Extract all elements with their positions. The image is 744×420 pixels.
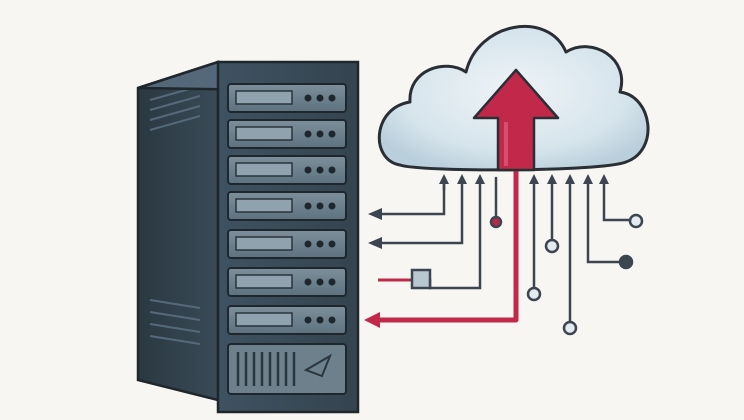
drive-bay (228, 268, 346, 296)
connection-lines (380, 178, 632, 326)
drive-bay (228, 84, 346, 112)
server-vent-panel (228, 344, 346, 394)
node-dot (546, 240, 558, 252)
node-dot (491, 217, 501, 227)
drive-bay (228, 120, 346, 148)
server-rack (138, 62, 358, 412)
connector-line (604, 178, 632, 220)
node-dot (528, 288, 540, 300)
connector-line (380, 178, 444, 214)
node-square (412, 270, 430, 288)
drive-bay (228, 230, 346, 258)
upward-arrowheads (439, 174, 609, 184)
drive-bay (228, 192, 346, 220)
incoming-arrowheads (368, 208, 382, 249)
red-connector-arrowhead (364, 312, 380, 328)
connector-line (380, 178, 462, 243)
drive-bay (228, 156, 346, 184)
server-drive-bays (228, 84, 346, 334)
node-dot (630, 215, 642, 227)
drive-bay (228, 306, 346, 334)
connector-nodes (412, 215, 642, 334)
node-dot (564, 322, 576, 334)
node-dot (620, 256, 632, 268)
